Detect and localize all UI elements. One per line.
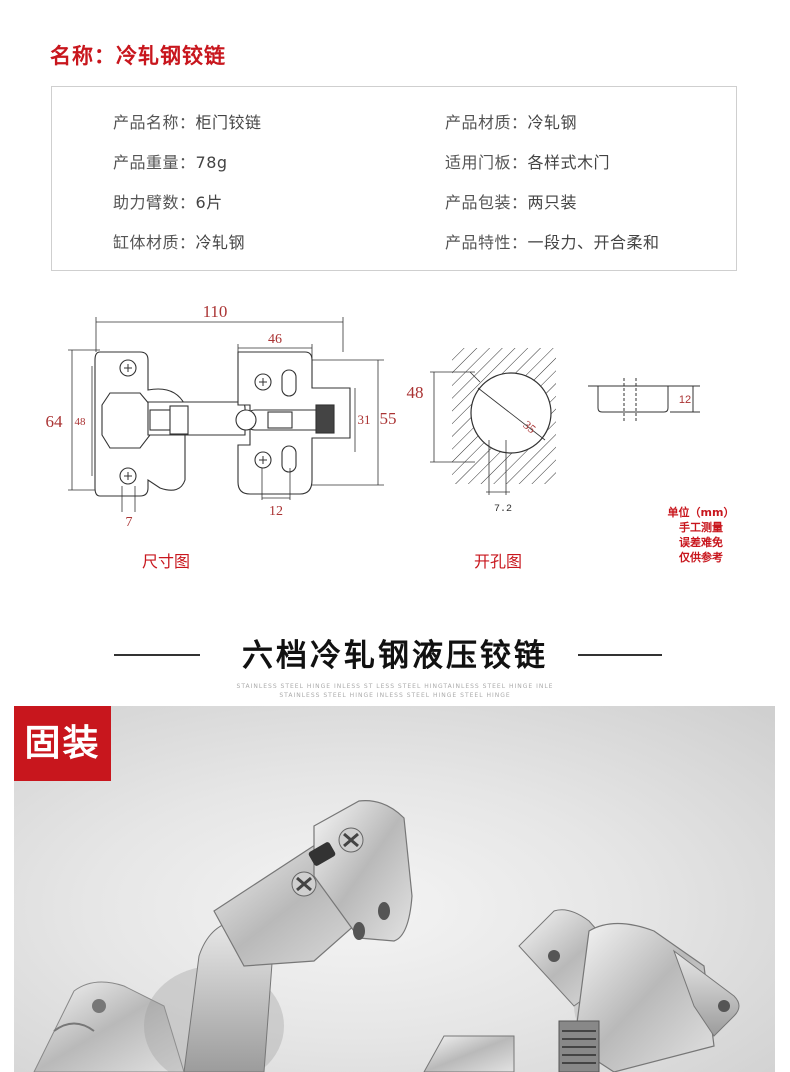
spec-key: 助力臂数：	[113, 193, 196, 212]
spec-row: 缸体材质：冷轧钢	[113, 229, 245, 253]
hinge-outline	[94, 351, 351, 497]
product-photo: 固装	[14, 706, 775, 1072]
spec-value: 78g	[195, 153, 228, 172]
screw-crosses	[124, 364, 267, 480]
spec-row: 产品材质：冷轧钢	[445, 109, 577, 133]
dim-110-line	[95, 317, 344, 352]
dim-12-bottom-label: 12	[269, 504, 283, 519]
dim-7-2-label: 7.2	[494, 504, 512, 515]
section-title: 六档冷轧钢液压铰链	[242, 638, 548, 674]
hinge-dimension-drawing: 110 46 64 48	[46, 302, 700, 530]
spec-row: 产品重量：78g	[113, 149, 228, 173]
spec-key: 产品重量：	[113, 153, 196, 172]
spec-row: 适用门板：各样式木门	[445, 149, 610, 173]
spec-value: 两只装	[527, 193, 578, 212]
spec-value: 冷轧钢	[195, 233, 246, 252]
dim-31-label: 31	[358, 412, 371, 427]
mount-type-badge: 固装	[14, 706, 111, 781]
dim-64-label: 64	[46, 412, 64, 431]
section-divider-right	[578, 654, 662, 656]
spec-table: 产品名称：柜门铰链 产品重量：78g 助力臂数：6片 缸体材质：冷轧钢 产品材质…	[51, 86, 737, 271]
dim-55-label: 55	[380, 409, 397, 428]
dim-12-cup-label: 12	[679, 394, 691, 406]
spec-value: 冷轧钢	[527, 113, 578, 132]
dim-bottom-lines	[121, 468, 291, 512]
unit-note-line: 仅供参考	[679, 551, 723, 564]
technical-drawing: 110 46 64 48	[0, 290, 790, 590]
spec-key: 适用门板：	[445, 153, 528, 172]
spec-value: 各样式木门	[527, 153, 611, 172]
section-subtitle-line: STAINLESS STEEL HINGE INLESS ST LESS STE…	[236, 683, 554, 690]
spec-row: 助力臂数：6片	[113, 189, 223, 213]
spec-row: 产品特性：一段力、开合柔和	[445, 229, 660, 253]
section-subtitle-line: STAINLESS STEEL HINGE INLESS STEEL HINGE…	[279, 692, 511, 699]
cup-drawing	[588, 378, 700, 422]
spec-key: 产品包装：	[445, 193, 528, 212]
unit-note-line: 单位（mm）	[667, 506, 735, 519]
dim-31-55-lines	[312, 359, 384, 486]
spec-key: 产品名称：	[113, 113, 196, 132]
spec-key: 缸体材质：	[113, 233, 196, 252]
caption-size-drawing: 尺寸图	[142, 552, 191, 571]
dim-46-label: 46	[268, 332, 282, 347]
dim-48-small-label: 48	[75, 416, 87, 428]
unit-note: 单位（mm） 手工测量 误差难免 仅供参考	[662, 505, 740, 565]
dim-110-label: 110	[203, 302, 228, 321]
page-title: 名称：冷轧钢铰链	[50, 44, 226, 68]
hole-drawing	[430, 348, 556, 495]
section-divider-left	[114, 654, 200, 656]
spec-key: 产品特性：	[445, 233, 528, 252]
dim-48-hole-label: 48	[407, 383, 424, 402]
spec-key: 产品材质：	[445, 113, 528, 132]
unit-note-line: 手工测量	[679, 521, 723, 534]
section-subtitle: STAINLESS STEEL HINGE INLESS ST LESS STE…	[0, 682, 790, 700]
dim-7-label: 7	[126, 515, 133, 530]
unit-note-line: 误差难免	[679, 536, 723, 549]
spec-row: 产品名称：柜门铰链	[113, 109, 262, 133]
spec-value: 一段力、开合柔和	[527, 233, 660, 252]
spec-value: 6片	[195, 193, 223, 212]
spec-value: 柜门铰链	[195, 113, 262, 132]
spec-row: 产品包装：两只装	[445, 189, 577, 213]
caption-hole-drawing: 开孔图	[474, 552, 523, 571]
hinge-photo-illustration	[33, 800, 740, 1072]
